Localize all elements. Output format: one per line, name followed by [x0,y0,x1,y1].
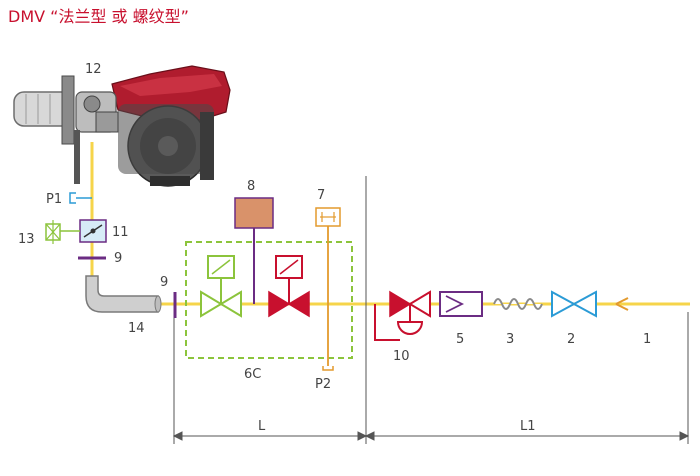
flow-arrow-icon [615,297,629,311]
solenoid-valve-red-icon [268,255,310,318]
label-5: 5 [456,332,464,347]
label-p1: P1 [46,192,62,207]
pressure-tap-p1-icon [69,192,92,204]
label-8: 8 [247,179,255,194]
dimension-l-label: L [258,419,266,434]
label-p2: P2 [315,377,331,392]
label-6c: 6C [244,367,261,382]
label-2: 2 [567,332,575,347]
pipe-elbow-icon [85,275,162,313]
label-3: 3 [506,332,514,347]
burner-icon [13,65,231,187]
label-14: 14 [128,321,145,336]
label-1: 1 [643,332,651,347]
dimension-l1-label: L1 [520,419,536,434]
label-12: 12 [85,62,102,77]
dimension-l [172,431,368,441]
pressure-regulator-icon [374,290,431,341]
diagram-title: DMV “法兰型 或 螺纹型” [8,7,189,26]
pressure-switch-icon [79,219,107,243]
dimension-l1 [364,431,690,441]
label-9a: 9 [114,251,122,266]
strainer-icon [439,291,483,317]
ball-valve-icon [551,290,597,318]
label-11: 11 [112,225,129,240]
multibloc-6c-box [185,241,353,359]
label-9b: 9 [160,275,168,290]
gas-pressure-switch-icon [315,207,341,371]
bellows-compensator-icon [493,298,543,310]
label-7: 7 [317,188,325,203]
leak-tester-icon [45,220,80,244]
label-10: 10 [393,349,410,364]
gas-filter-icon [234,197,274,304]
label-13: 13 [18,232,35,247]
solenoid-valve-green-icon [200,255,242,318]
